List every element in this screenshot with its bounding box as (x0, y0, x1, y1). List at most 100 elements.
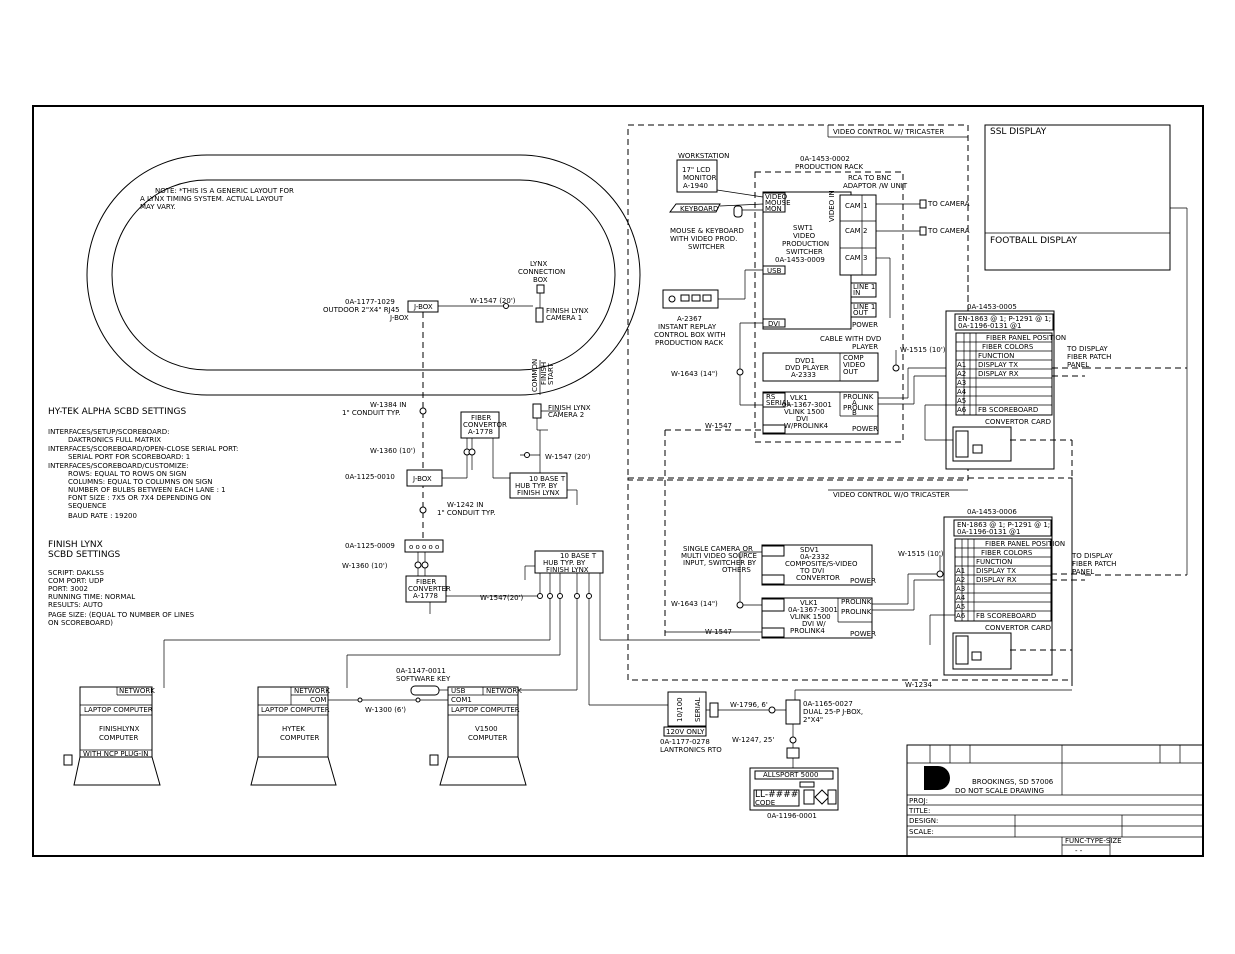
finishlynx-line: PAGE SIZE: (EQUAL TO NUMBER OF LINES (48, 611, 195, 619)
comp-l3: OUT (843, 368, 859, 376)
hytek-line: BAUD RATE : 19200 (68, 512, 137, 520)
vlk-lower-l3: VLINK 1500 (790, 613, 831, 621)
hub1-l1: 10 BASE T (529, 475, 566, 483)
fiber-row-fb: FB SCOREBOARD (978, 406, 1038, 414)
port-mouse: MOUSE (765, 199, 791, 207)
rack-label: PRODUCTION RACK (795, 163, 863, 171)
keyboard-label: KEYBOARD (680, 205, 718, 213)
w1384-conduit: 1" CONDUIT TYP. (342, 409, 401, 417)
software-key: 0A-1147-0011 SOFTWARE KEY W-1300 (6') (365, 667, 451, 714)
finishlynx-name-1: FINISHLYNX (99, 725, 140, 733)
lower-fiber-position: FIBER PANEL POSITION (985, 540, 1065, 548)
w1515-lower: W-1515 (10') (898, 550, 944, 558)
fiber2-l1: FIBER (416, 578, 436, 586)
title-title: TITLE: (908, 807, 930, 815)
switcher-l5: 0A-1453-0009 (775, 256, 825, 264)
switcher-l3: PRODUCTION (782, 240, 829, 248)
title-scale: SCALE: (909, 828, 934, 836)
hub2-l2: HUB TYP. BY (543, 559, 586, 567)
fiber-convertor-2 (405, 575, 447, 603)
source-l2: MULTI VIDEO SOURCE (681, 552, 757, 560)
sdv-l4: TO DVI (799, 567, 824, 575)
to-camera-1: TO CAMERA (927, 200, 970, 208)
cam1-label: CAM 1 (845, 202, 867, 210)
w1643-upper: W-1643 (14") (671, 370, 718, 378)
lower-cabinet-part: 0A-1453-0006 (967, 508, 1017, 516)
title-city: BROOKINGS, SD 57006 (972, 778, 1054, 786)
line1-in-2: IN (853, 289, 860, 297)
lower-row-a5: A5 (956, 603, 965, 611)
vlk-upper-power: POWER (852, 425, 878, 433)
row-a2: A2 (957, 370, 966, 378)
vlk-upper-l2: 0A-1367-3001 (782, 401, 832, 409)
upper-video-title: VIDEO CONTROL W/ TRICASTER (833, 128, 944, 136)
finishlynx-line: PORT: 3002 (48, 585, 88, 593)
lynx-box-3: BOX (533, 276, 548, 284)
title-design: DESIGN: (909, 817, 938, 825)
allsport-console-label: ALLSPORT 5000 (763, 771, 818, 779)
lantronics-10-100: 10/100 (676, 697, 684, 722)
allsport-part: 0A-1196-0001 (767, 812, 817, 820)
production-rack (754, 171, 904, 443)
upper-cabinet-sub2: 0A-1196-0131 @1 (958, 322, 1021, 330)
lower-cabinet-sub2: 0A-1196-0131 @1 (957, 528, 1020, 536)
switcher-usb: USB (767, 267, 782, 275)
camera1-icon (535, 307, 544, 323)
software-key-label: SOFTWARE KEY (396, 675, 451, 683)
prolink-a-label: A (852, 399, 857, 407)
finishlynx-footer: WITH NCP PLUG-IN (83, 750, 148, 758)
lower-video-control: SINGLE CAMERA OR MULTI VIDEO SOURCE INPU… (665, 544, 955, 639)
lower-row-a3: A3 (956, 585, 965, 593)
replay-l1: A-2367 (677, 315, 702, 323)
lower-row-a2: A2 (956, 576, 965, 584)
jbox2-label: J-BOX (412, 475, 432, 483)
switcher-box (762, 191, 852, 330)
finishlynx-line: RUNNING TIME: NORMAL (48, 593, 135, 601)
computer-hytek: NETWORK COM LAPTOP COMPUTER HYTEK COMPUT… (250, 686, 448, 786)
title-func-dash: - - (1075, 847, 1083, 855)
mouse-label-1: MOUSE & KEYBOARD (670, 227, 744, 235)
middle-network: W-1384 IN 1" CONDUIT TYP. FIBER CONVERTO… (163, 401, 760, 706)
fiber2-l3: A-1778 (413, 592, 438, 600)
vlk-upper-l4: DVI (796, 415, 808, 423)
fiber-row-rx: DISPLAY RX (978, 370, 1019, 378)
vlk-lower-l5: PROLINK4 (790, 627, 825, 635)
upper-convertor-card: CONVERTOR CARD (985, 418, 1051, 426)
displays: SSL DISPLAY FOOTBALL DISPLAY (984, 124, 1188, 576)
switcher-power: POWER (852, 321, 878, 329)
dual-jbox (785, 699, 801, 725)
track-note-2: A LYNX TIMING SYSTEM. ACTUAL LAYOUT (140, 195, 284, 203)
finishlynx-line: RESULTS: AUTO (48, 601, 103, 609)
dvd-l1: DVD1 (795, 357, 815, 365)
jbox-0009-dots: o o o o o (409, 543, 439, 551)
prolink-b-lower: PROLINK (841, 608, 872, 616)
dvd-player (762, 352, 879, 382)
switcher-l2: VIDEO (793, 232, 816, 240)
vlk-upper-l5: W/PROLINK4 (784, 422, 829, 430)
fiber-row-function: FUNCTION (978, 352, 1014, 360)
w1242-conduit: 1" CONDUIT TYP. (437, 509, 496, 517)
finishlynx-network-port: NETWORK (119, 687, 155, 695)
sdv-l1: SDV1 (800, 546, 819, 554)
fiber1-l2: CONVERTOR (463, 421, 507, 429)
hytek-line: ROWS: EQUAL TO ROWS ON SIGN (68, 470, 186, 478)
cable-dvd-1: CABLE WITH DVD (820, 335, 881, 343)
usb-key-icon (410, 685, 440, 696)
prolink-b-label: B (852, 409, 857, 417)
upper-cabinet: 0A-1453-0005 EN-1863 @ 1; P-1291 @ 1; 0A… (924, 303, 1111, 470)
hytek-settings: HY-TEK ALPHA SCBD SETTINGS INTERFACES/SE… (48, 407, 238, 520)
lantronics-part: 0A-1177-0278 (660, 738, 710, 746)
row-a1: A1 (957, 361, 966, 369)
lower-fiber-rx: DISPLAY RX (976, 576, 1017, 584)
dvd-l3: A-2333 (791, 371, 816, 379)
hytek-name-2: COMPUTER (280, 734, 319, 742)
hub2-l1: 10 BASE T (560, 552, 597, 560)
vlk-upper-l1: VLK1 (790, 394, 808, 402)
jbox-dual-size: 2"X4" (803, 716, 823, 724)
v1500-com1-port: COM1 (451, 696, 472, 704)
to-camera-2: TO CAMERA (927, 227, 970, 235)
row-a6: A6 (957, 406, 967, 414)
comp-l1: COMP (843, 354, 864, 362)
track-note-3: MAY VARY. (140, 203, 175, 211)
